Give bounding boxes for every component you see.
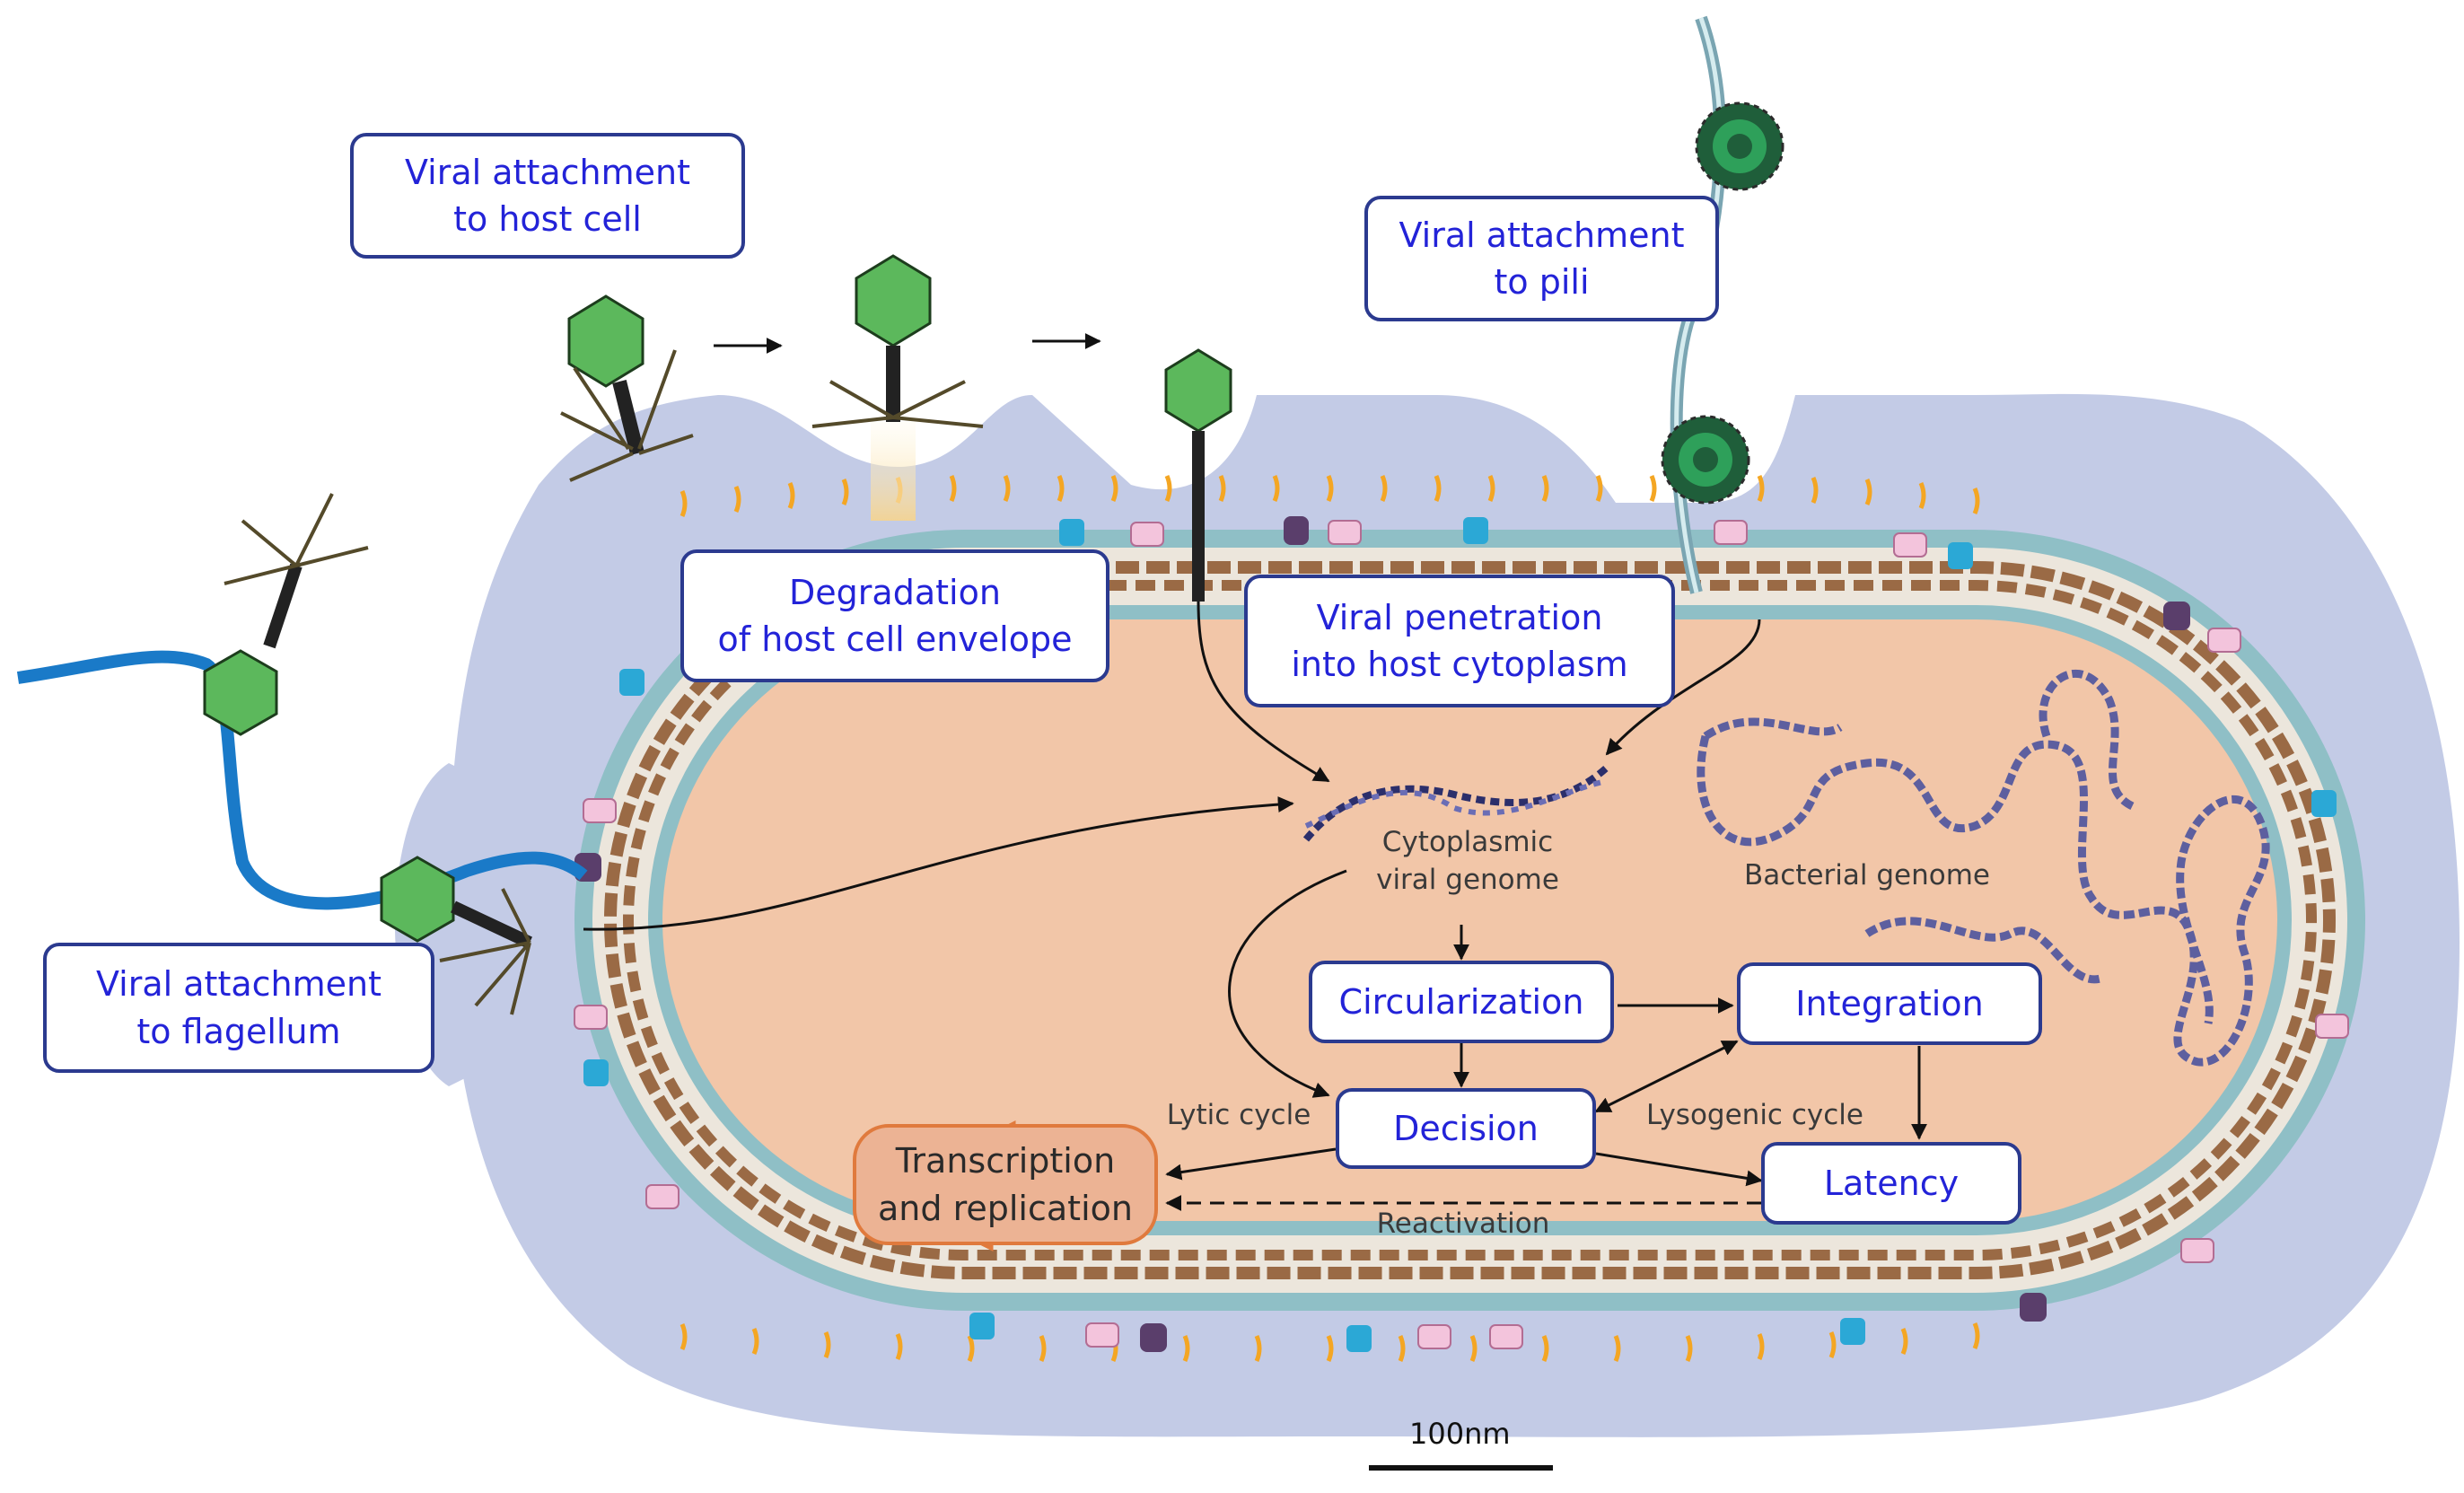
box-viral-penetration: Viral penetration into host cytoplasm bbox=[1244, 575, 1675, 707]
pili-virus-top bbox=[1695, 101, 1784, 191]
box-viral-attachment-pili: Viral attachment to pili bbox=[1364, 196, 1719, 321]
phage-attaching-host bbox=[560, 294, 694, 482]
label-lytic-cycle: Lytic cycle bbox=[1166, 1099, 1311, 1131]
label-reactivation: Reactivation bbox=[1376, 1208, 1550, 1240]
box-transcription-replication: Transcription and replication bbox=[853, 1124, 1158, 1245]
label-scale: 100nm bbox=[1409, 1417, 1511, 1451]
box-viral-attachment-host: Viral attachment to host cell bbox=[350, 133, 745, 259]
phage-contracting bbox=[811, 254, 984, 521]
arrow-decision-to-transcription bbox=[1165, 1147, 1337, 1181]
arrow-penetration-to-genome bbox=[1197, 601, 1330, 783]
flagellum bbox=[16, 650, 588, 910]
arrow-flagellum-to-genome bbox=[583, 796, 1294, 931]
peptidoglycan-layer bbox=[604, 561, 2336, 1279]
box-latency: Latency bbox=[1761, 1142, 2021, 1225]
arrow-pili-to-genome bbox=[1605, 619, 1761, 756]
box-integration: Integration bbox=[1737, 962, 2042, 1045]
box-degradation: Degradation of host cell envelope bbox=[680, 549, 1109, 682]
bacterial-genome bbox=[1697, 669, 2270, 1067]
arrow-decision-integration bbox=[1594, 1040, 1739, 1113]
phage-on-flagellum-bottom bbox=[380, 856, 532, 1015]
label-cytoplasmic-viral-genome: Cytoplasmic viral genome bbox=[1376, 826, 1559, 896]
pili-virus-bottom bbox=[1661, 415, 1750, 505]
phage-on-flagellum-top bbox=[203, 493, 369, 736]
arrow-decision-to-latency bbox=[1595, 1152, 1763, 1187]
cytoplasm bbox=[662, 619, 2277, 1221]
label-bacterial-genome: Bacterial genome bbox=[1744, 859, 1990, 891]
viral-genome-helix-2 bbox=[1304, 778, 1608, 829]
box-decision: Decision bbox=[1336, 1088, 1596, 1169]
phage-penetrating bbox=[1164, 348, 1232, 602]
arrow-genome-to-decision bbox=[1228, 869, 1347, 1098]
pilus-core bbox=[1674, 17, 1723, 593]
box-viral-attachment-flagellum: Viral attachment to flagellum bbox=[43, 943, 434, 1073]
box-circularization: Circularization bbox=[1309, 961, 1614, 1043]
viral-genome-helix bbox=[1302, 765, 1609, 842]
label-lysogenic-cycle: Lysogenic cycle bbox=[1646, 1099, 1863, 1131]
membrane-proteins bbox=[574, 516, 2349, 1352]
